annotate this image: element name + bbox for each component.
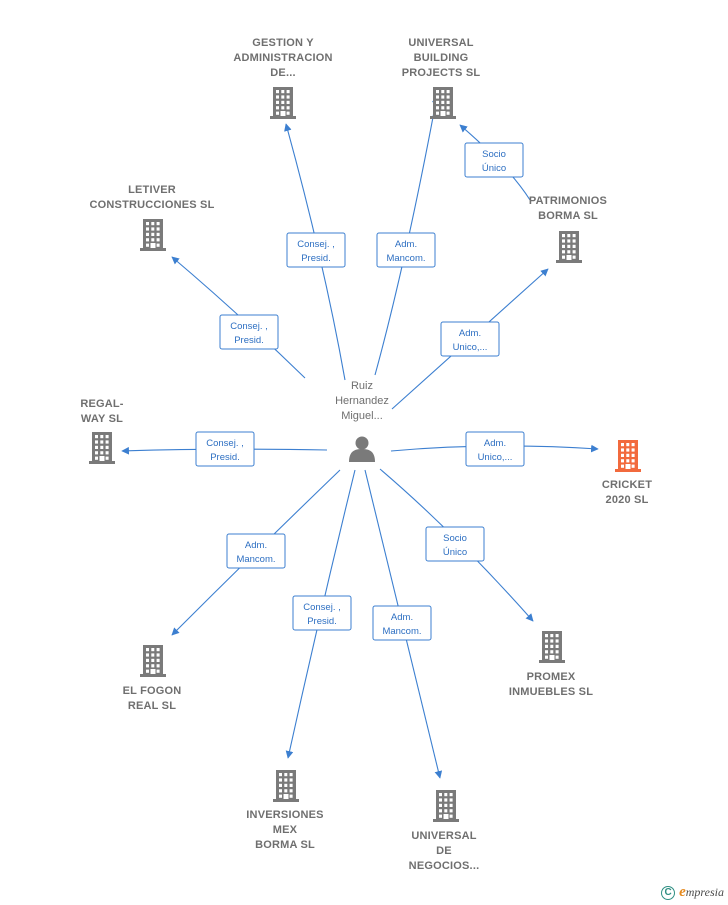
label-line: DE... [270,67,295,79]
company-node-universal-negocios[interactable]: UNIVERSAL DE NEGOCIOS... [409,790,480,872]
label-line: UNIVERSAL [408,37,473,49]
label-line: REGAL- [80,398,123,410]
label-line: CONSTRUCCIONES SL [89,199,214,211]
copyright-brand[interactable]: C empresia [661,884,724,901]
label-line: Miguel... [341,410,383,422]
label-line: DE [436,845,452,857]
company-node-gestion[interactable]: GESTION Y ADMINISTRACION DE... [233,37,332,119]
role-label-patrimonios[interactable]: Adm. Unico,... [440,321,500,357]
label-line: CRICKET [602,479,652,491]
label-line: Consej. , [206,438,244,449]
label-line: Ruiz [351,380,373,392]
company-node-cricket[interactable]: CRICKET 2020 SL [602,440,652,506]
company-node-letiver[interactable]: LETIVER CONSTRUCCIONES SL [89,184,214,251]
label-line: PROJECTS SL [402,67,481,79]
role-label-letiver[interactable]: Consej. , Presid. [219,314,279,350]
label-line: INVERSIONES [246,809,323,821]
label-line: BORMA SL [255,839,315,851]
label-line: NEGOCIOS... [409,860,480,872]
building-icon [140,219,166,251]
label-line: Hernandez [335,395,389,407]
brand-logo: empresia [679,884,724,901]
company-node-inversiones[interactable]: INVERSIONES MEX BORMA SL [246,770,323,851]
label-line: GESTION Y [252,37,314,49]
label-line: Unico,... [478,452,513,463]
label-line: Mancom. [236,554,275,565]
label-line: Único [443,547,467,558]
person-node[interactable]: RuizHernandezMiguel... [335,380,389,462]
role-label-regal-way[interactable]: Consej. , Presid. [195,431,255,467]
label-line: Socio [482,149,506,160]
label-line: Adm. [391,612,413,623]
label-line: BUILDING [414,52,469,64]
label-line: MEX [273,824,298,836]
label-line: REAL SL [128,700,176,712]
label-line: ADMINISTRACION [233,52,332,64]
role-label-gestion[interactable]: Consej. , Presid. [286,232,346,268]
roles-layer: Consej. ,Presid.Adm.Mancom.SocioÚnicoCon… [195,142,525,641]
label-line: Presid. [307,616,337,627]
building-icon [433,790,459,822]
label-line: INMUEBLES SL [509,686,593,698]
label-line: Adm. [484,438,506,449]
building-icon [140,645,166,677]
label-line: Único [482,163,506,174]
brand-initial: e [679,884,686,900]
label-line: PROMEX [527,671,576,683]
label-line: Presid. [210,452,240,463]
label-line: Socio [443,533,467,544]
label-line: Consej. , [297,239,335,250]
label-line: EL FOGON [123,685,182,697]
label-line: Mancom. [382,626,421,637]
role-label-universal-building[interactable]: Adm. Mancom. [376,232,436,268]
building-icon [273,770,299,802]
label-line: Unico,... [453,342,488,353]
role-label-universal-negocios[interactable]: Adm. Mancom. [372,605,432,641]
building-icon [270,87,296,119]
company-node-el-fogon[interactable]: EL FOGON REAL SL [123,645,182,712]
label-line: 2020 SL [606,494,649,506]
label-line: Adm. [459,328,481,339]
label-line: PATRIMONIOS [529,195,607,207]
company-node-regal-way[interactable]: REGAL- WAY SL [80,398,124,464]
building-icon [539,631,565,663]
label-line: UNIVERSAL [411,830,476,842]
label-line: LETIVER [128,184,176,196]
role-label-el-fogon[interactable]: Adm. Mancom. [226,533,286,569]
brand-rest: mpresia [685,885,724,899]
company-node-promex[interactable]: PROMEX INMUEBLES SL [509,631,593,698]
building-icon [556,231,582,263]
building-icon [430,87,456,119]
label-line: Mancom. [386,253,425,264]
role-label-inversiones[interactable]: Consej. , Presid. [292,595,352,631]
building-icon [615,440,641,472]
company-node-patrimonios[interactable]: PATRIMONIOS BORMA SL [529,195,607,263]
label-line: Presid. [234,335,264,346]
copyright-icon: C [661,885,676,900]
building-icon [89,432,115,464]
person-icon [349,436,375,462]
label-line: Consej. , [303,602,341,613]
label-line: Adm. [245,540,267,551]
label-line: Consej. , [230,321,268,332]
label-line: WAY SL [81,413,123,425]
label-line: Presid. [301,253,331,264]
company-node-universal-building[interactable]: UNIVERSAL BUILDING PROJECTS SL [402,37,481,119]
label-line: Adm. [395,239,417,250]
role-label-cricket[interactable]: Adm. Unico,... [465,431,525,467]
label-line: BORMA SL [538,210,598,222]
